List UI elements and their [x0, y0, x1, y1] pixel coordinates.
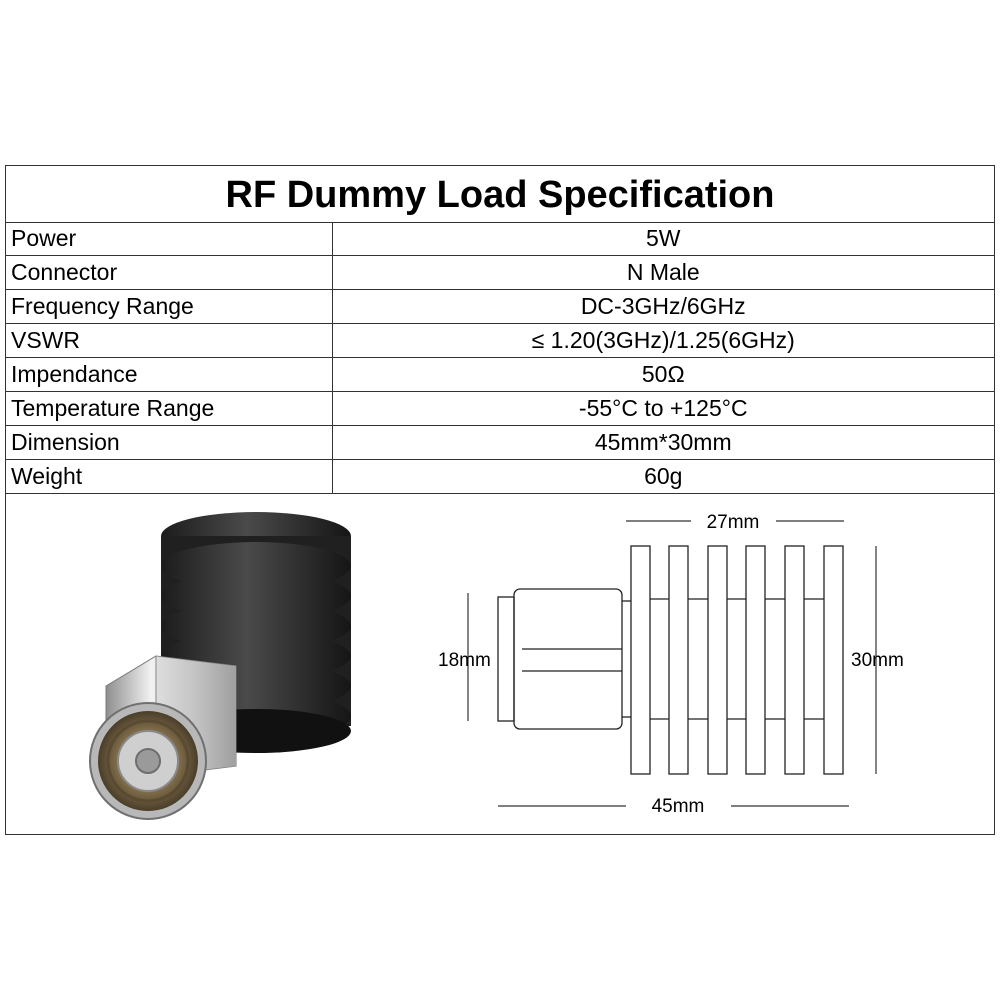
spec-value: -55°C to +125°C — [332, 391, 994, 426]
spec-value: 50Ω — [332, 357, 994, 392]
table-row: Weight 60g — [6, 459, 994, 494]
spec-label: Impendance — [6, 357, 333, 392]
spec-label: VSWR — [6, 323, 333, 358]
spec-value: 45mm*30mm — [332, 425, 994, 460]
spec-sheet: RF Dummy Load Specification Power 5W Con… — [5, 165, 995, 835]
spec-label: Power — [6, 222, 333, 256]
dim-bottom-label: 45mm — [652, 796, 705, 817]
table-row: Temperature Range -55°C to +125°C — [6, 391, 994, 426]
spec-value: N Male — [332, 255, 994, 290]
table-row: Impendance 50Ω — [6, 357, 994, 392]
spec-label: Dimension — [6, 425, 333, 460]
spec-label: Temperature Range — [6, 391, 333, 426]
spec-value: DC-3GHz/6GHz — [332, 289, 994, 324]
dim-top-label: 27mm — [707, 512, 760, 533]
spec-value: ≤ 1.20(3GHz)/1.25(6GHz) — [332, 323, 994, 358]
spec-value: 5W — [332, 222, 994, 256]
table-row: Frequency Range DC-3GHz/6GHz — [6, 289, 994, 324]
dimension-drawing: 27mm 18mm 30mm 45mm — [438, 512, 904, 817]
table-row: Connector N Male — [6, 255, 994, 290]
table-row: Power 5W — [6, 222, 994, 256]
page-title: RF Dummy Load Specification — [225, 173, 775, 216]
dim-right-label: 30mm — [851, 650, 904, 671]
spec-label: Connector — [6, 255, 333, 290]
spec-label: Weight — [6, 459, 333, 494]
table-row: VSWR ≤ 1.20(3GHz)/1.25(6GHz) — [6, 323, 994, 358]
title-row: RF Dummy Load Specification — [6, 166, 994, 223]
dim-left-label: 18mm — [438, 650, 491, 671]
spec-value: 60g — [332, 459, 994, 494]
product-photo — [89, 512, 351, 820]
spec-table: Power 5W Connector N Male Frequency Rang… — [6, 222, 994, 494]
connector-face — [89, 702, 207, 820]
table-row: Dimension 45mm*30mm — [6, 425, 994, 460]
product-figure: 27mm 18mm 30mm 45mm — [6, 496, 994, 834]
spec-label: Frequency Range — [6, 289, 333, 324]
